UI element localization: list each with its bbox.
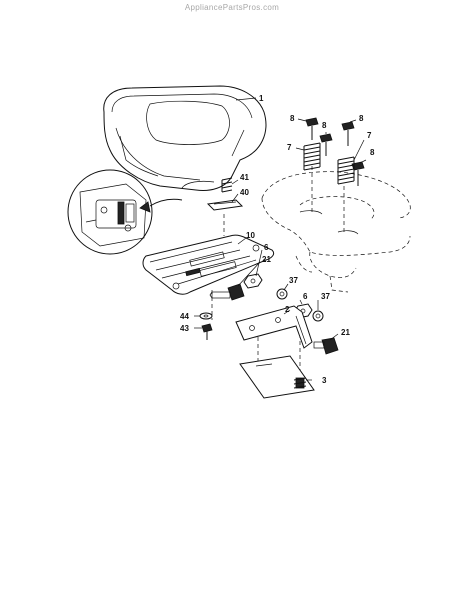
leader-lines xyxy=(194,97,367,381)
callout-pan: 10 xyxy=(246,231,255,240)
clip xyxy=(206,199,244,211)
bolt-d xyxy=(351,161,365,186)
callout-clip: 40 xyxy=(240,188,249,197)
callout-bolt-b: 8 xyxy=(322,121,327,130)
washer-small xyxy=(199,312,213,320)
bolt-small xyxy=(201,323,213,340)
callout-bolt-a: 8 xyxy=(290,114,295,123)
detail-zoom-circle xyxy=(67,169,183,255)
slide-plate xyxy=(239,355,315,399)
spring-small xyxy=(221,177,233,193)
callout-seat: 1 xyxy=(259,94,264,103)
washer-left xyxy=(276,288,288,300)
seat-pan xyxy=(142,214,275,295)
spring-right xyxy=(337,156,355,185)
callout-washer-right: 37 xyxy=(321,292,330,301)
bolt-b xyxy=(319,133,333,156)
callout-knob-right: 21 xyxy=(341,328,350,337)
callout-labels: 1 8 8 8 7 8 7 41 40 10 21 6 37 6 37 2 21… xyxy=(180,94,375,385)
callout-bolt-c: 8 xyxy=(359,114,364,123)
nut-left xyxy=(243,273,263,289)
bolt-a xyxy=(305,117,319,140)
callout-spring-right: 7 xyxy=(367,131,372,140)
spring-left xyxy=(303,142,321,171)
callout-washer-left: 37 xyxy=(289,276,298,285)
knob-left xyxy=(209,283,245,301)
knob-right xyxy=(313,337,339,355)
callout-spring-left: 7 xyxy=(287,143,292,152)
callout-nut-right: 6 xyxy=(303,292,308,301)
callout-nut-left: 6 xyxy=(264,243,269,252)
callout-bracket: 2 xyxy=(285,305,290,314)
watermark: AppliancePartsPros.com xyxy=(184,3,280,12)
callout-washer-small: 44 xyxy=(180,312,189,321)
bracket xyxy=(235,305,313,349)
callout-bolt-d: 8 xyxy=(370,148,375,157)
bolt-c xyxy=(341,121,355,146)
callout-plate: 3 xyxy=(322,376,327,385)
tractor-frame-outline xyxy=(261,171,411,293)
seat xyxy=(103,85,267,191)
washer-right xyxy=(312,310,324,322)
callout-bolt-small: 43 xyxy=(180,324,189,333)
callout-knob-left: 21 xyxy=(262,255,271,264)
callout-spring-small: 41 xyxy=(240,173,249,182)
